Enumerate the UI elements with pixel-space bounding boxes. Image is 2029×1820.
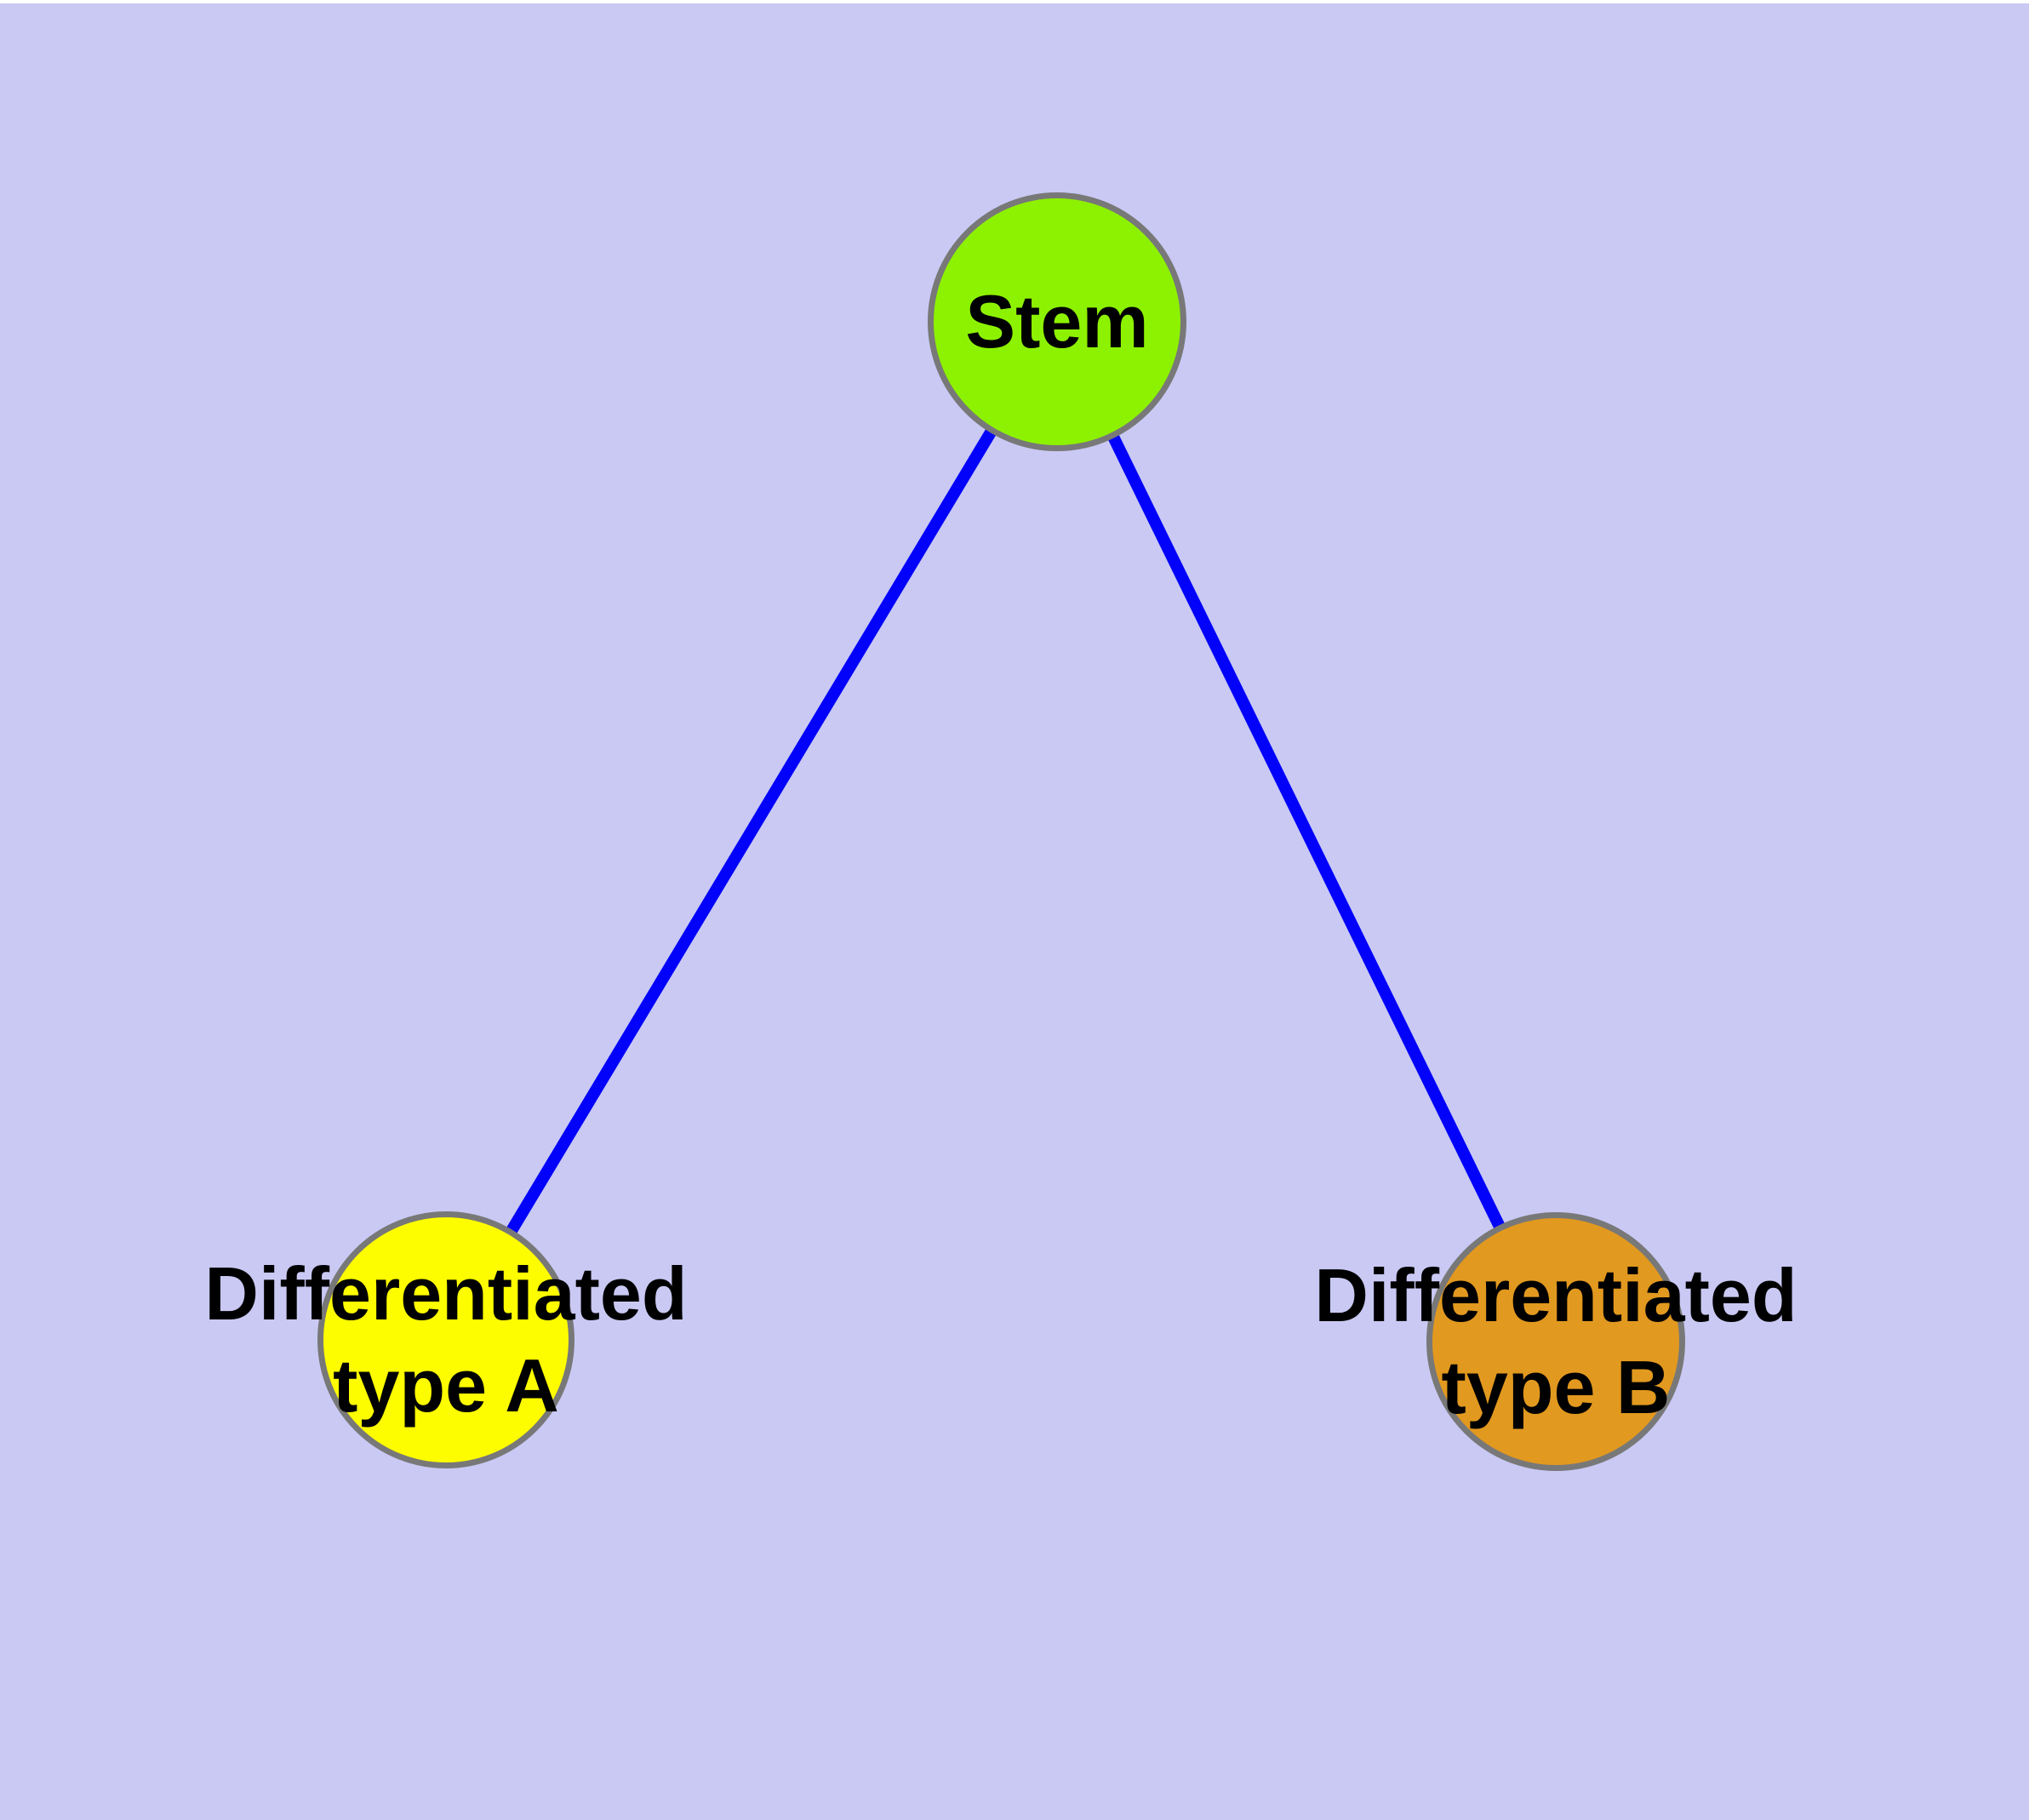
node-differentiated-type-a-circle (317, 1211, 574, 1468)
node-stem-label-line1: Stem (965, 279, 1149, 363)
node-differentiated-type-a-label-line2: type A (333, 1343, 559, 1428)
node-differentiated-type-b-label-line1: Differentiated (1314, 1253, 1798, 1337)
node-differentiated-type-b-circle (1426, 1212, 1685, 1471)
diagram-canvas: Stem Differentiated type A Differentiate… (0, 3, 2029, 1820)
node-differentiated-type-b-label: Differentiated type B (1314, 1250, 1797, 1434)
node-stem-label: Stem (965, 276, 1148, 368)
node-stem-circle (928, 192, 1186, 451)
node-differentiated-type-a-label-line1: Differentiated (204, 1251, 688, 1336)
edges-layer (440, 318, 1562, 1345)
edge-stem-to-differentiated-type-a (440, 318, 1063, 1343)
node-differentiated-type-a-label: Differentiated type A (204, 1248, 687, 1432)
edge-stem-to-differentiated-type-b (1051, 318, 1562, 1345)
node-differentiated-type-b-label-line2: type B (1441, 1345, 1671, 1429)
